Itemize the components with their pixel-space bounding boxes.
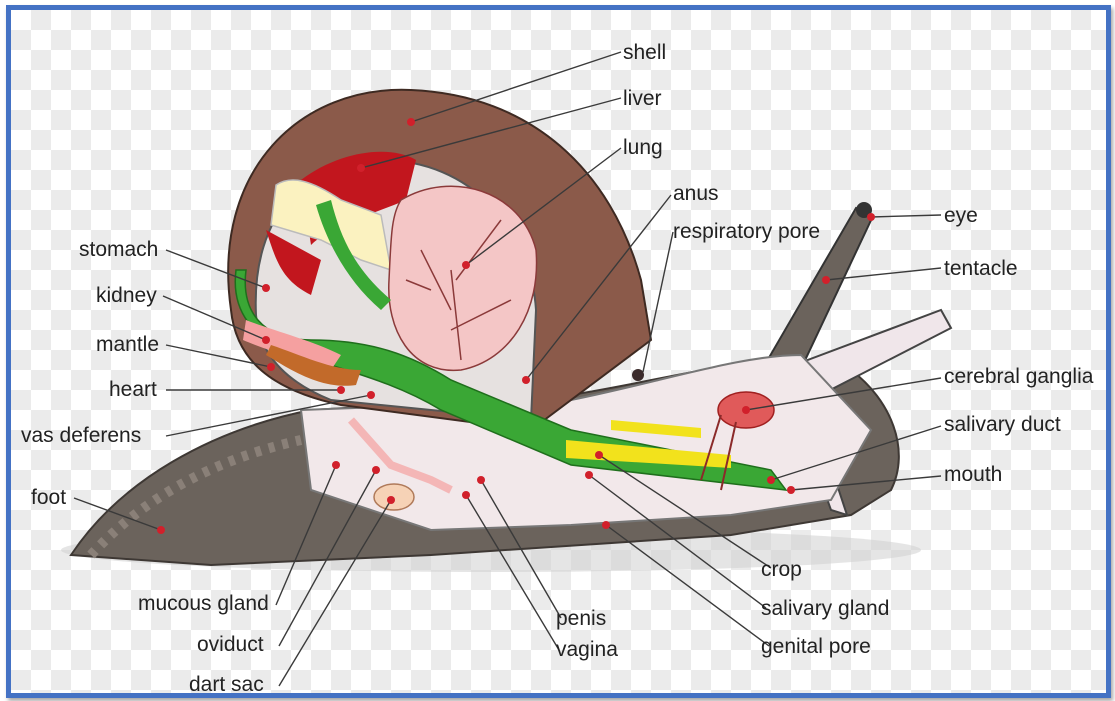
label-anus: anus <box>673 182 719 205</box>
label-mouth: mouth <box>944 463 1002 486</box>
respiratory-pore-shape <box>632 369 644 381</box>
label-vas-deferens: vas deferens <box>21 424 141 447</box>
label-dart-sac: dart sac <box>189 673 264 693</box>
label-mucous-gland: mucous gland <box>138 592 269 615</box>
label-respiratory-pore: respiratory pore <box>673 220 820 243</box>
label-salivary-duct: salivary duct <box>944 413 1061 436</box>
label-tentacle: tentacle <box>944 257 1018 280</box>
label-genital-pore: genital pore <box>761 635 871 658</box>
label-vagina: vagina <box>556 638 618 661</box>
dart-sac-shape <box>374 484 414 510</box>
label-kidney: kidney <box>96 284 157 307</box>
label-penis: penis <box>556 607 606 630</box>
label-eye: eye <box>944 204 978 227</box>
label-lung: lung <box>623 136 663 159</box>
label-foot: foot <box>31 486 66 509</box>
label-salivary-gland: salivary gland <box>761 597 889 620</box>
label-heart: heart <box>109 378 157 401</box>
label-cerebral-ganglia: cerebral ganglia <box>944 365 1094 388</box>
label-mantle: mantle <box>96 333 159 356</box>
label-stomach: stomach <box>79 238 158 261</box>
label-shell: shell <box>623 41 666 64</box>
label-liver: liver <box>623 87 662 110</box>
snail-anatomy-diagram: shell liver lung anus respiratory pore e… <box>11 10 1106 693</box>
label-crop: crop <box>761 558 802 581</box>
diagram-frame: shell liver lung anus respiratory pore e… <box>6 5 1111 698</box>
label-oviduct: oviduct <box>197 633 264 656</box>
